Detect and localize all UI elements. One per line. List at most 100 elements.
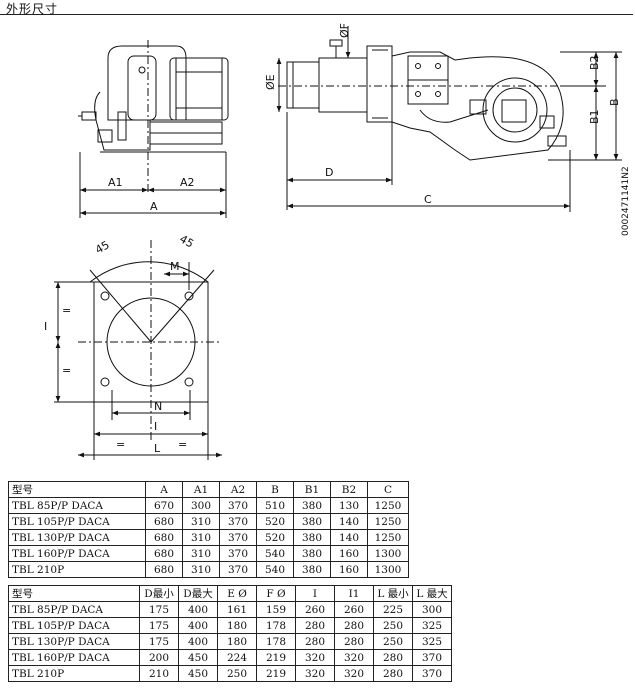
cell: 370: [219, 513, 257, 530]
cell: 280: [295, 633, 335, 650]
equal-mark-bottom: =: [62, 364, 71, 377]
cell: 140: [330, 513, 368, 530]
cell: 540: [256, 561, 294, 578]
cell: 178: [256, 633, 296, 650]
table-row: TBL 160P/P DACA 680 310 370 540 380 160 …: [8, 545, 409, 562]
cell: 520: [256, 513, 294, 530]
cell: 161: [217, 601, 257, 618]
cell: 380: [293, 497, 331, 514]
cell: 175: [139, 617, 179, 634]
cell: 320: [295, 665, 335, 682]
cell: 670: [145, 497, 183, 514]
cell: 175: [139, 633, 179, 650]
cell: 260: [295, 601, 335, 618]
cell-model: TBL 130P/P DACA: [8, 633, 140, 650]
dim-label-a: A: [150, 200, 158, 213]
cell: 680: [145, 545, 183, 562]
cell: 280: [295, 617, 335, 634]
cell: 210: [139, 665, 179, 682]
cell: 300: [182, 497, 220, 514]
cell: 1250: [367, 529, 409, 546]
cell: 680: [145, 513, 183, 530]
dimension-table-2: 型号 D最小 D最大 E Ø F Ø I I1 L 最小 L 最大 TBL 85…: [8, 585, 452, 682]
cell: 540: [256, 545, 294, 562]
cell: 320: [334, 649, 374, 666]
cell: 250: [217, 665, 257, 682]
col-header-d-max: D最大: [178, 585, 218, 602]
dim-label-n: N: [154, 400, 162, 413]
dim-label-c: C: [424, 193, 432, 206]
cell: 200: [139, 649, 179, 666]
cell: 1300: [367, 561, 409, 578]
cell: 160: [330, 545, 368, 562]
cell-model: TBL 85P/P DACA: [8, 601, 140, 618]
cell: 280: [373, 665, 413, 682]
table-row: TBL 160P/P DACA 200 450 224 219 320 320 …: [8, 649, 452, 666]
cell: 320: [334, 665, 374, 682]
table-row: TBL 210P 210 450 250 219 320 320 280 370: [8, 665, 452, 682]
col-header-a: A: [145, 481, 183, 498]
cell-model: TBL 160P/P DACA: [8, 545, 146, 562]
equal-mark-left: =: [116, 438, 125, 451]
angle-label-left: 45: [93, 238, 112, 256]
cell: 260: [334, 601, 374, 618]
cell: 180: [217, 633, 257, 650]
cell: 219: [256, 665, 296, 682]
cell: 310: [182, 513, 220, 530]
dim-label-d: D: [325, 166, 333, 179]
table-header-row: 型号 A A1 A2 B B1 B2 C: [8, 481, 409, 498]
cell: 320: [295, 649, 335, 666]
table-row: TBL 85P/P DACA 670 300 370 510 380 130 1…: [8, 497, 409, 514]
page-title: 外形尺寸: [6, 2, 59, 16]
cell: 400: [178, 601, 218, 618]
cell: 310: [182, 561, 220, 578]
side-view: [78, 40, 229, 218]
cell: 520: [256, 529, 294, 546]
cell: 380: [293, 545, 331, 562]
cell: 178: [256, 617, 296, 634]
table-row: TBL 85P/P DACA 175 400 161 159 260 260 2…: [8, 601, 452, 618]
col-header-i1: I1: [334, 585, 374, 602]
dim-label-a2: A2: [180, 176, 195, 189]
cell-model: TBL 105P/P DACA: [8, 617, 140, 634]
cell-model: TBL 210P: [8, 561, 146, 578]
cell: 370: [219, 561, 257, 578]
cell: 450: [178, 649, 218, 666]
cell: 400: [178, 633, 218, 650]
col-header-l-max: L 最大: [412, 585, 452, 602]
cell: 250: [373, 633, 413, 650]
cell: 300: [412, 601, 452, 618]
dim-label-b: B: [608, 98, 621, 106]
cell-model: TBL 105P/P DACA: [8, 513, 146, 530]
dimension-table-1: 型号 A A1 A2 B B1 B2 C TBL 85P/P DACA 670 …: [8, 481, 409, 578]
col-header-a1: A1: [182, 481, 220, 498]
cell-model: TBL 160P/P DACA: [8, 649, 140, 666]
cell: 400: [178, 617, 218, 634]
dim-label-b1: B1: [588, 109, 601, 124]
equal-mark-right: =: [178, 438, 187, 451]
cell: 325: [412, 633, 452, 650]
cell-model: TBL 130P/P DACA: [8, 529, 146, 546]
cell: 380: [293, 529, 331, 546]
cell: 1300: [367, 545, 409, 562]
cell: 280: [334, 633, 374, 650]
cell: 380: [293, 513, 331, 530]
cell: 680: [145, 529, 183, 546]
col-header-model: 型号: [8, 585, 140, 602]
cell-model: TBL 85P/P DACA: [8, 497, 146, 514]
front-view: [276, 26, 622, 212]
col-header-e: E Ø: [217, 585, 257, 602]
cell: 1250: [367, 513, 409, 530]
cell: 140: [330, 529, 368, 546]
col-header-l-min: L 最小: [373, 585, 413, 602]
cell: 370: [219, 545, 257, 562]
cell: 310: [182, 529, 220, 546]
cell: 225: [373, 601, 413, 618]
col-header-i: I: [295, 585, 335, 602]
table-row: TBL 130P/P DACA 175 400 180 178 280 280 …: [8, 633, 452, 650]
cell: 280: [334, 617, 374, 634]
cell: 680: [145, 561, 183, 578]
cell: 325: [412, 617, 452, 634]
angle-label-right: 45: [177, 232, 196, 250]
col-header-model: 型号: [8, 481, 146, 498]
